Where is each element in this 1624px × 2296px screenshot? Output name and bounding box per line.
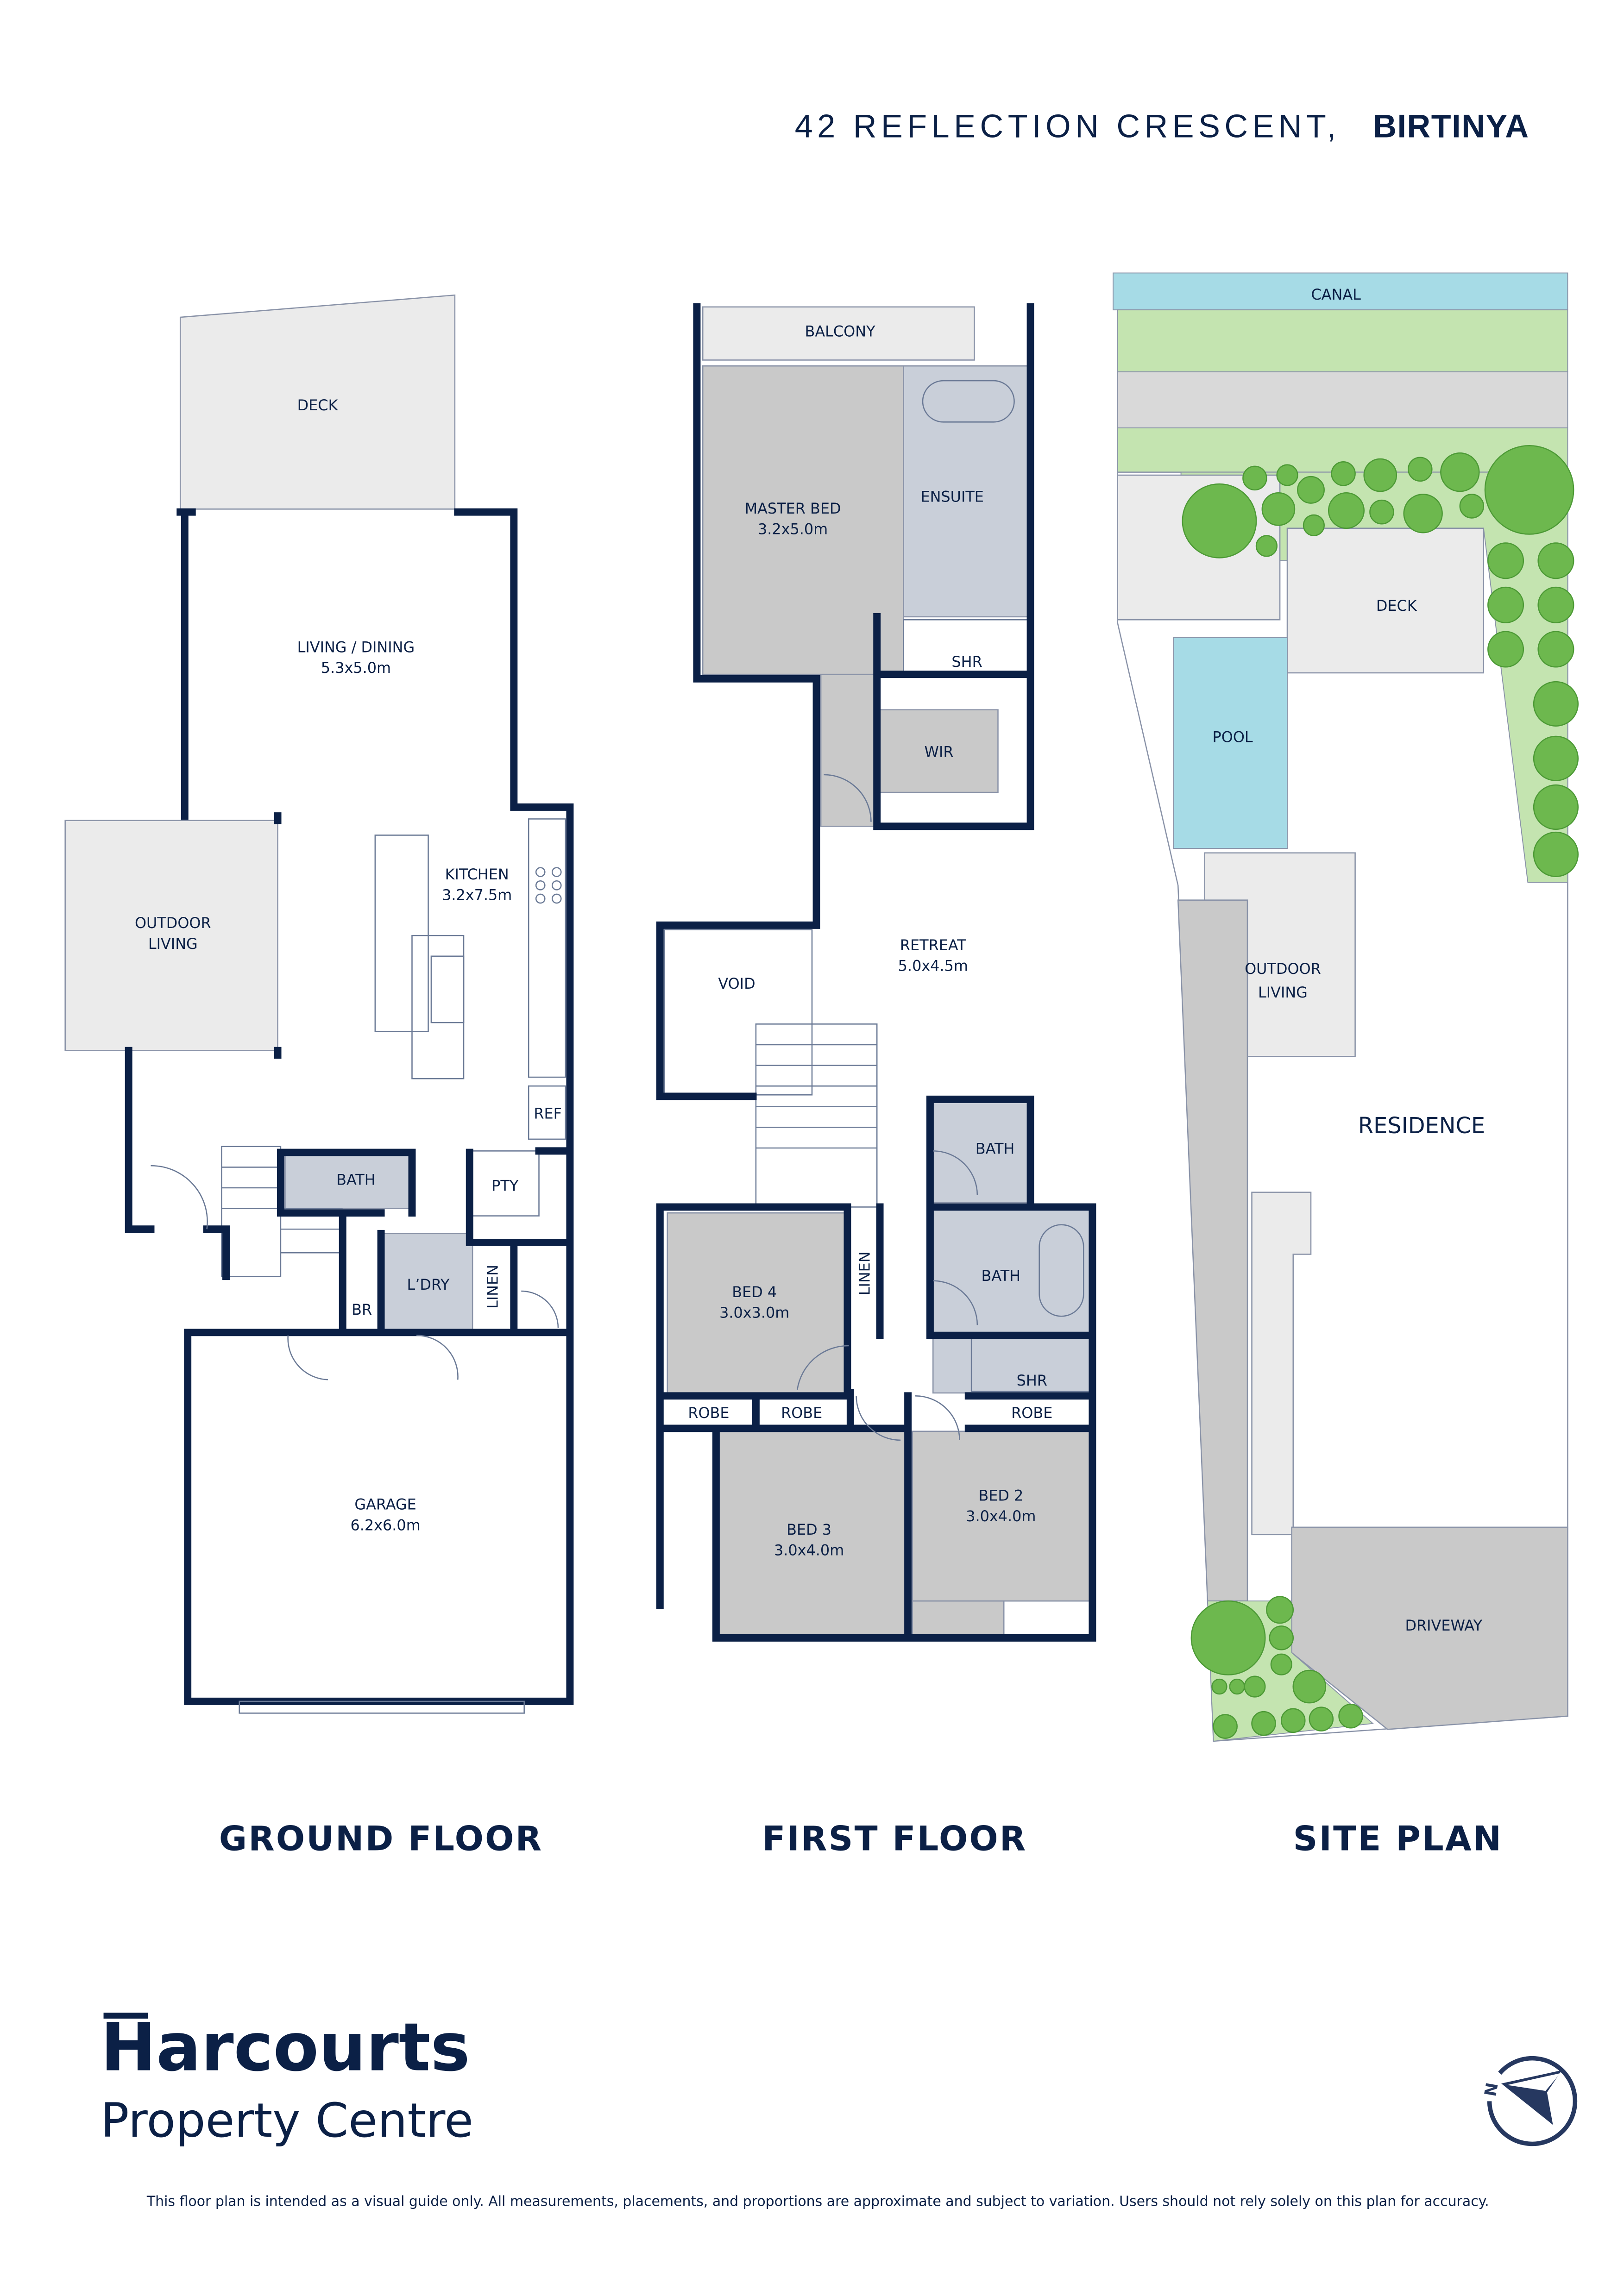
tree-icon <box>1182 445 1579 1739</box>
side-path <box>1177 899 1248 1602</box>
kitchen-island <box>411 935 465 1079</box>
linen-label: LINEN <box>856 1251 873 1295</box>
balcony-area <box>702 306 975 361</box>
kitchen-back-bench <box>528 818 567 1078</box>
pool-label: POOL <box>1213 728 1253 746</box>
shower-2-label: SHR <box>1017 1372 1047 1389</box>
bathtub-icon <box>922 380 1015 423</box>
outdoor-living-label-1: OUTDOOR <box>135 914 211 932</box>
master-bed-label: MASTER BED <box>745 500 841 517</box>
fridge-space <box>528 1085 567 1140</box>
first-floor-heading: FIRST FLOOR <box>762 1819 1027 1859</box>
bed-3-room <box>718 1430 906 1639</box>
outdoor-living-area <box>64 820 278 1051</box>
bed-3-label: BED 3 <box>787 1521 831 1538</box>
ground-floor-walls <box>125 508 574 1705</box>
retreat-label: RETREAT <box>900 936 966 954</box>
north-arrow-icon: N <box>1481 2056 1578 2146</box>
bed-4-label: BED 4 <box>732 1283 777 1301</box>
address-text: 42 REFLECTION CRESCENT, <box>795 108 1341 144</box>
bath-room <box>284 1154 413 1209</box>
bath-2-label: BATH <box>982 1267 1021 1285</box>
property-title: 42 REFLECTION CRESCENT, BIRTINYA <box>795 108 1529 144</box>
shower-label: SHR <box>951 653 982 671</box>
bed-4-size: 3.0x3.0m <box>719 1304 789 1321</box>
br-label: BR <box>352 1301 372 1318</box>
bath-1-label: BATH <box>976 1140 1015 1158</box>
retreat-size: 5.0x4.5m <box>898 957 968 975</box>
robe-3-label: ROBE <box>1011 1404 1052 1422</box>
deck-label: DECK <box>297 396 339 414</box>
grass-strip <box>1117 309 1568 372</box>
ensuite-label: ENSUITE <box>920 488 983 505</box>
bath-2-room <box>932 1206 1090 1394</box>
site-outdoor-label-2: LIVING <box>1258 984 1308 1001</box>
path-strip <box>1117 371 1568 429</box>
void-label: VOID <box>718 975 755 992</box>
door-swing <box>151 1165 559 1380</box>
ensuite-room <box>903 365 1030 618</box>
bed-4-room <box>667 1212 848 1394</box>
disclaimer-text: This floor plan is intended as a visual … <box>146 2194 1489 2210</box>
compass-north-letter: N <box>1481 2081 1502 2098</box>
first-floor-walls <box>656 303 1096 1642</box>
laundry-label: L’DRY <box>407 1276 450 1293</box>
robe-2-label: ROBE <box>781 1404 822 1422</box>
logo-office: Property Centre <box>101 2093 473 2148</box>
robe-1-label: ROBE <box>688 1404 729 1422</box>
living-label: LIVING / DINING <box>297 638 415 656</box>
harcourts-logo: Harcourts Property Centre <box>101 2008 473 2148</box>
garage-size: 6.2x6.0m <box>351 1516 421 1534</box>
bed-2-room-main <box>912 1430 1093 1602</box>
first-floor-plan: BALCONY MASTER BED 3.2x5.0m ENSUITE SHR … <box>656 303 1096 1642</box>
canal-label: CANAL <box>1311 286 1361 303</box>
bed-3-size: 3.0x4.0m <box>774 1541 844 1559</box>
bath-1-room <box>932 1098 1031 1204</box>
site-outdoor-label-1: OUTDOOR <box>1245 960 1321 978</box>
wir-label: WIR <box>925 743 954 761</box>
void-area <box>664 929 813 1096</box>
pool <box>1173 637 1288 849</box>
living-size: 5.3x5.0m <box>321 659 391 677</box>
site-deck <box>1286 527 1485 674</box>
garage-door <box>239 1700 525 1714</box>
kitchen-label: KITCHEN <box>445 866 509 883</box>
driveway-label: DRIVEWAY <box>1405 1617 1483 1634</box>
suburb-text: BIRTINYA <box>1373 108 1529 144</box>
bath-label: BATH <box>336 1171 376 1189</box>
ground-floor-heading: GROUND FLOOR <box>219 1819 543 1859</box>
stairs <box>755 1023 878 1208</box>
door-swing <box>796 774 978 1441</box>
site-plan: CANAL DECK POOL OUTDOOR LIVING RESIDENCE… <box>1113 272 1579 1742</box>
site-plan-heading: SITE PLAN <box>1293 1819 1503 1859</box>
cooktop-icon <box>535 867 562 904</box>
side-path-2 <box>1251 1192 1312 1536</box>
site-deck-label: DECK <box>1376 597 1417 615</box>
laundry-room <box>380 1233 473 1332</box>
bathtub-icon <box>1039 1224 1084 1317</box>
logo-brand: Harcourts <box>101 2008 470 2086</box>
sink-icon <box>430 955 465 1023</box>
bed-2-size: 3.0x4.0m <box>966 1507 1036 1525</box>
outdoor-living-label-2: LIVING <box>148 935 198 953</box>
bed-2-label: BED 2 <box>978 1487 1023 1505</box>
ground-floor-plan: DECK LIVING / DINING 5.3x5.0m OUTDOOR LI… <box>64 294 574 1714</box>
master-bed-size: 3.2x5.0m <box>758 520 828 538</box>
canal-area <box>1113 272 1568 311</box>
pantry-label: PTY <box>491 1177 519 1194</box>
kitchen-size: 3.2x7.5m <box>442 886 512 904</box>
balcony-label: BALCONY <box>805 322 876 340</box>
kitchen-bench <box>374 834 429 1032</box>
ref-label: REF <box>534 1104 562 1122</box>
garage-label: GARAGE <box>354 1496 416 1513</box>
residence-label: RESIDENCE <box>1358 1113 1485 1139</box>
linen-label: LINEN <box>484 1265 501 1309</box>
wir-room <box>879 709 999 793</box>
